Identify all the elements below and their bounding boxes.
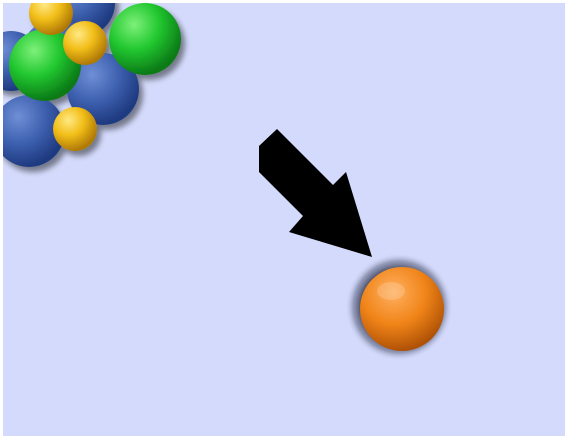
yellow-ball [29,3,73,35]
blue-ball [3,95,65,167]
yellow-ball [63,21,107,65]
green-ball [9,29,81,101]
ball-cluster [3,3,181,167]
arrow-pointer-icon [259,129,372,257]
selected-ball-group[interactable] [345,253,453,361]
yellow-ball [53,107,97,151]
orange-ball[interactable] [360,267,444,351]
blue-ball [67,53,139,125]
game-canvas[interactable] [3,3,565,436]
green-ball [109,3,181,75]
ball-highlight [377,282,405,300]
